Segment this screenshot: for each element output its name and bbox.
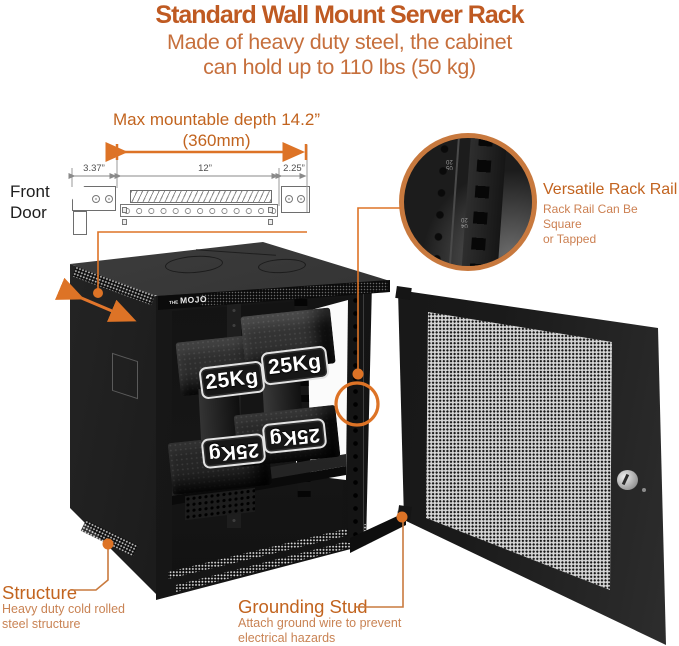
drawing-door-edge <box>73 211 87 235</box>
structure-body: Heavy duty cold rolled steel structure <box>2 602 125 632</box>
screw-icon <box>92 195 100 203</box>
page-subtitle: Made of heavy duty steel, the cabinet ca… <box>0 30 679 80</box>
drawing-door-block <box>72 186 116 211</box>
structure-connector <box>71 538 114 591</box>
dim-2-25: 2.25” <box>283 163 305 174</box>
callout-body-line1: Rack Rail Can Be Square <box>543 202 638 231</box>
rail-stamp: 04 20 <box>461 216 468 228</box>
subtitle-line-1: Made of heavy duty steel, the cabinet <box>166 30 513 54</box>
rail-stamp-value: 20 <box>461 216 468 222</box>
drawing-clip <box>122 219 127 225</box>
rack-rail-front-right <box>348 290 364 543</box>
extension-lines <box>71 145 308 212</box>
screw-icon <box>105 195 113 203</box>
front-door-line1: Front <box>10 182 50 201</box>
grounding-title: Grounding Stud <box>238 596 368 617</box>
structure-line2: steel structure <box>2 617 81 631</box>
side-panel-knockout <box>112 352 138 400</box>
drawing-hole-row <box>120 204 278 217</box>
screw-icon <box>285 195 293 203</box>
grounding-line2: electrical hazards <box>238 631 336 645</box>
rail-stamp-value: 20 <box>446 158 453 164</box>
dim-3-37: 3.37” <box>83 163 105 174</box>
drawing-clip <box>122 207 127 213</box>
dim-12: 12” <box>198 163 212 174</box>
drawing-hatch-strip <box>130 190 272 203</box>
screw-icon <box>297 195 305 203</box>
structure-line1: Heavy duty cold rolled <box>2 602 125 616</box>
drawing-clip <box>268 219 273 225</box>
door-lock-screw <box>642 488 646 492</box>
rail-stamp-value: 05 <box>446 164 453 170</box>
door-hinge-top <box>395 286 412 300</box>
front-door-line2: Door <box>10 203 47 222</box>
drawing-rear-block <box>281 186 310 213</box>
max-depth-title: Max mountable depth 14.2” <box>113 110 320 129</box>
rail-stamp-value: 04 <box>461 222 468 228</box>
callout-title: Versatile Rack Rail <box>543 181 678 198</box>
door-lock <box>617 470 638 490</box>
rail-stamp: 05 20 <box>446 158 453 170</box>
max-depth-mm: (360mm) <box>182 131 251 150</box>
drawing-clip <box>268 207 273 213</box>
grounding-line1: Attach ground wire to prevent <box>238 616 402 630</box>
door-hinge-bottom <box>397 505 412 521</box>
brand-prefix: THE <box>168 299 179 306</box>
grounding-body: Attach ground wire to prevent electrical… <box>238 616 401 646</box>
subtitle-line-2: can hold up to 110 lbs (50 kg) <box>203 55 476 79</box>
structure-title: Structure <box>2 582 78 603</box>
rack-rail-callout-circle: 05 20 04 20 <box>399 133 537 271</box>
max-depth-label: Max mountable depth 14.2” (360mm) <box>94 109 339 151</box>
front-door-label: Front Door <box>10 181 50 223</box>
callout-body: Rack Rail Can Be Square or Tapped <box>543 202 679 247</box>
callout-body-line2: or Tapped <box>543 232 597 246</box>
page-title: Standard Wall Mount Server Rack <box>155 1 524 29</box>
brand-name: MOJO <box>179 293 208 306</box>
